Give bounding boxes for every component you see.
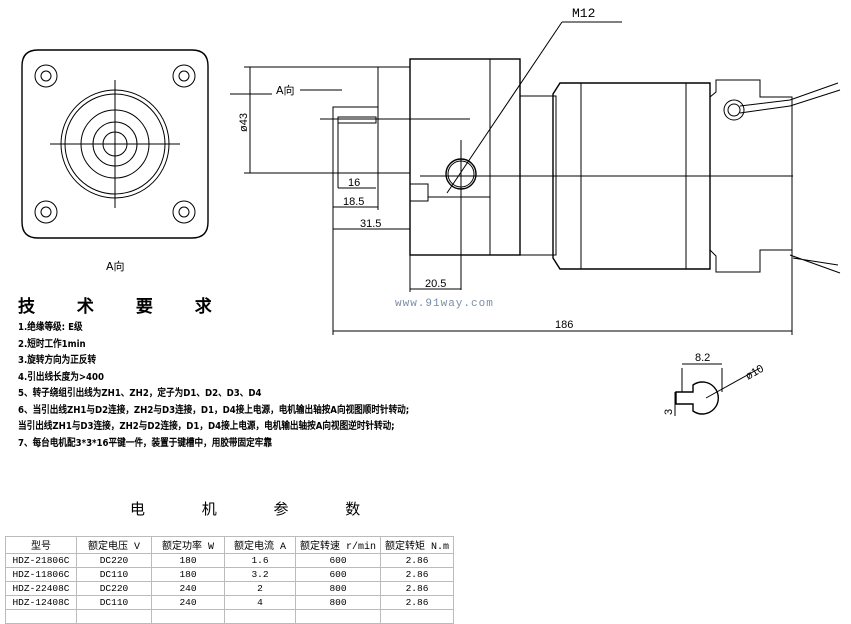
table-cell: DC110 [76,595,152,610]
table-cell [224,609,296,624]
requirement-item: 2.短时工作1min [18,338,86,350]
table-cell: HDZ-12408C [5,595,77,610]
col-header: 型号 [5,536,77,554]
requirement-item: 7、每台电机配3*3*16平键一件，装置于键槽中，用胶带固定牢靠 [18,437,272,449]
dim-186: 186 [555,319,573,331]
front-view: A向 [21,49,209,273]
requirement-item: 6、当引出线ZH1与D2连接，ZH2与D3连接，D1，D4接上电源，电机输出轴按… [18,404,410,416]
table-cell: 2.86 [380,553,455,568]
dim-31-5: 31.5 [360,218,381,230]
table-cell: 1.6 [224,553,296,568]
table-cell: 2 [224,581,296,596]
table-cell: 800 [294,581,382,596]
mounting-holes [34,64,196,224]
requirement-item: 4.引出线长度为>400 [18,371,105,383]
table-cell: 2.86 [380,581,455,596]
requirements-title: 技 术 要 求 [18,297,230,317]
params-table: 型号 额定电压 V 额定功率 W 额定电流 A 额定转速 r/min 额定转矩 … [5,536,455,624]
front-view-label: A向 [106,259,125,273]
table-cell [294,609,382,624]
dim-20-5: 20.5 [425,278,446,290]
watermark: www.91way.com [395,298,494,310]
table-cell: HDZ-11806C [5,567,77,582]
col-header: 额定转速 r/min [294,536,382,554]
table-cell: 2.86 [380,567,455,582]
table-cell: 240 [151,581,225,596]
table-cell: DC110 [76,567,152,582]
col-header: 额定转矩 N.m [380,536,455,554]
table-cell: 800 [294,595,382,610]
requirement-item: 当引出线ZH1与D3连接，ZH2与D2连接，D1，D4接上电源，电机输出轴按A向… [18,421,395,432]
table-cell: 600 [294,567,382,582]
dim-diameter-10: ø10 [744,363,766,383]
table-cell [380,609,455,624]
dim-8-2: 8.2 [695,352,710,364]
col-header: 额定电压 V [76,536,152,554]
arrow-a-label: A向 [276,83,295,97]
table-cell [151,609,225,624]
diameter-43-label: ø43 [238,113,250,132]
table-cell: DC220 [76,553,152,568]
thread-label: M12 [572,6,595,21]
requirement-item: 5、转子绕组引出线为ZH1、ZH2，定子为D1、D2、D3、D4 [18,388,262,399]
requirement-item: 3.旋转方向为正反转 [18,355,97,366]
dim-18-5: 18.5 [343,196,364,208]
table-cell: 4 [224,595,296,610]
table-cell: 240 [151,595,225,610]
dim-16: 16 [348,177,360,189]
requirement-item: 1.绝缘等级: E级 [18,322,83,333]
table-title: 电 机 参 数 [130,500,387,518]
col-header: 额定电流 A [224,536,296,554]
table-cell [5,609,77,624]
table-cell: 2.86 [380,595,455,610]
table-cell [76,609,152,624]
table-cell: 600 [294,553,382,568]
table-cell: 180 [151,567,225,582]
table-row-empty [5,609,455,624]
table-cell: 3.2 [224,567,296,582]
side-view: M12 A向 ø43 16 18.5 31.5 20.5 186 [230,6,841,335]
requirements-list: 1.绝缘等级: E级 2.短时工作1min 3.旋转方向为正反转 4.引出线长度… [18,320,473,452]
table-cell: HDZ-22408C [5,581,77,596]
table-cell: HDZ-21806C [5,553,77,568]
shaft-section: 8.2 ø10 3 [663,352,766,416]
col-header: 额定功率 W [151,536,225,554]
table-cell: 180 [151,553,225,568]
dim-3: 3 [663,409,675,415]
table-cell: DC220 [76,581,152,596]
table-header-row: 型号 额定电压 V 额定功率 W 额定电流 A 额定转速 r/min 额定转矩 … [5,536,455,554]
